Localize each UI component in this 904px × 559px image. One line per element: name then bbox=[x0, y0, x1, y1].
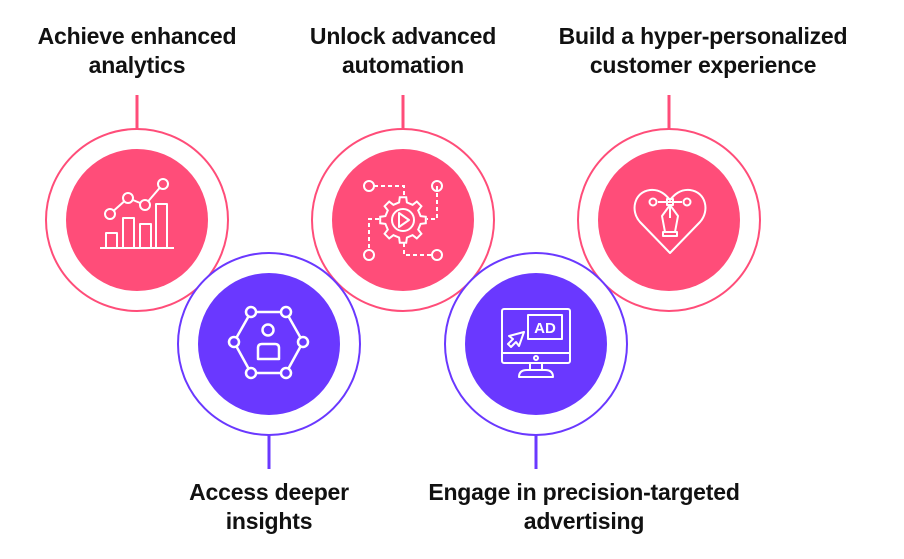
heart-pen-icon bbox=[633, 188, 707, 254]
gear-outline bbox=[379, 196, 427, 244]
inner-disc-automation bbox=[332, 149, 474, 291]
node-analytics bbox=[45, 95, 229, 312]
label-analytics-line-2: analytics bbox=[88, 52, 186, 78]
inner-disc-analytics bbox=[66, 149, 208, 291]
label-personalization: Build a hyper-personalized customer expe… bbox=[559, 22, 848, 80]
label-automation-line-2: automation bbox=[342, 52, 464, 78]
label-analytics: Achieve enhanced analytics bbox=[38, 22, 237, 80]
node-automation bbox=[311, 95, 495, 312]
bar-line-chart-icon bbox=[100, 178, 174, 249]
inner-disc-personalization bbox=[598, 149, 740, 291]
monitor-ad-icon: AD bbox=[501, 308, 571, 378]
node-advertising: AD bbox=[444, 252, 628, 469]
label-personalization-line-2: customer experience bbox=[589, 52, 817, 78]
label-advertising-line-1: Engage in precision-targeted bbox=[428, 479, 740, 505]
label-automation: Unlock advanced automation bbox=[310, 22, 496, 80]
label-advertising: Engage in precision-targeted advertising bbox=[428, 478, 740, 536]
ad-text: AD bbox=[534, 320, 556, 337]
label-personalization-line-1: Build a hyper-personalized bbox=[558, 23, 848, 49]
label-insights: Access deeper insights bbox=[189, 478, 349, 536]
label-analytics-line-1: Achieve enhanced bbox=[37, 23, 237, 49]
label-advertising-line-2: advertising bbox=[523, 508, 645, 534]
node-insights bbox=[177, 252, 361, 469]
inner-disc-advertising bbox=[465, 273, 607, 415]
gear-play-automation-icon bbox=[363, 180, 443, 261]
user-network-icon bbox=[227, 305, 310, 380]
label-insights-line-1: Access deeper bbox=[189, 479, 349, 505]
label-insights-line-2: insights bbox=[225, 508, 313, 534]
label-automation-line-1: Unlock advanced bbox=[309, 23, 497, 49]
node-personalization bbox=[577, 95, 761, 312]
